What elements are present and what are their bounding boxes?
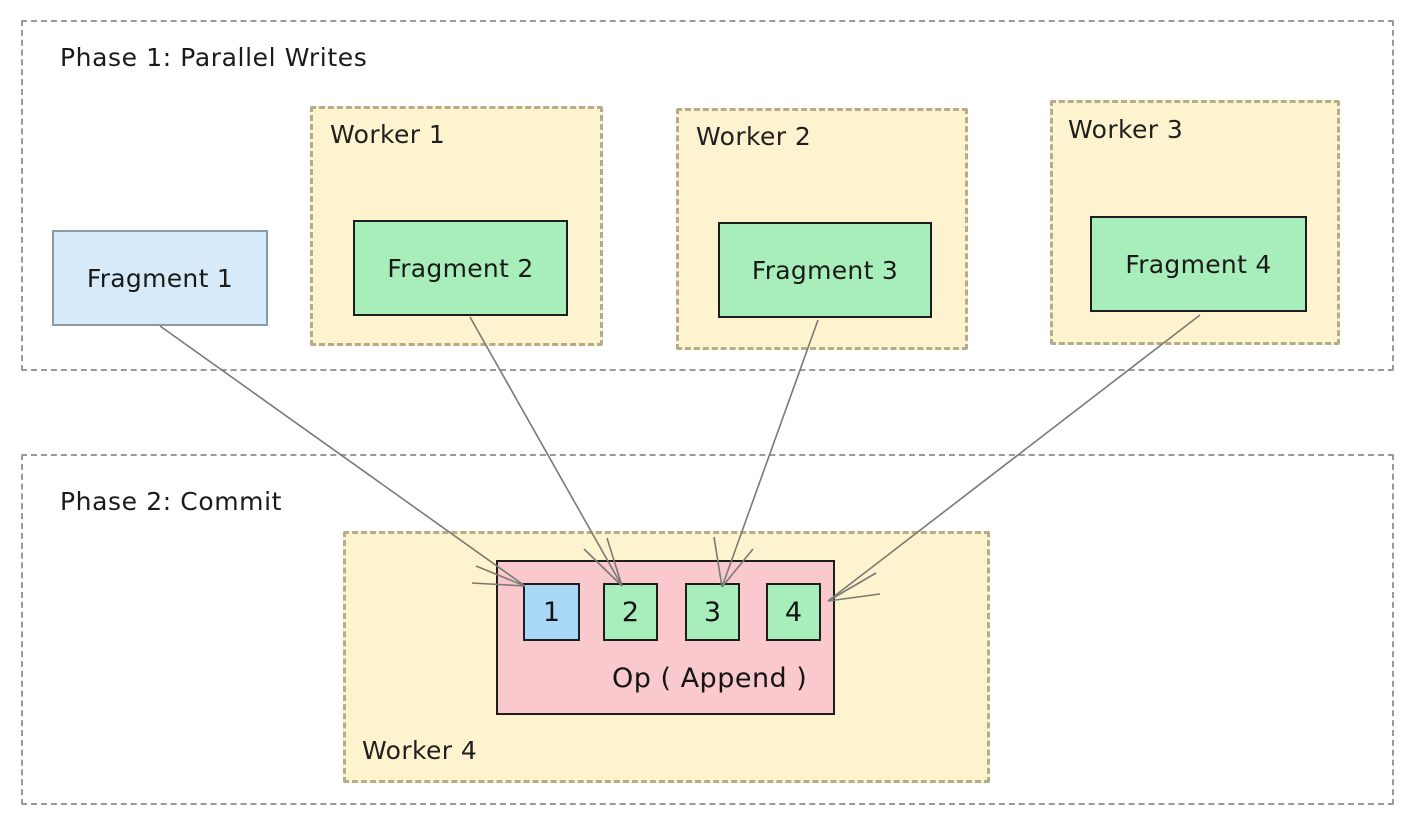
op-chip-2-label: 2 xyxy=(621,596,640,628)
fragment-3-box[interactable]: Fragment 3 xyxy=(718,222,932,318)
worker-2-label: Worker 2 xyxy=(696,122,812,151)
phase-1-title: Phase 1: Parallel Writes xyxy=(60,43,368,72)
fragment-1-label: Fragment 1 xyxy=(86,263,234,293)
op-chip-1[interactable]: 1 xyxy=(523,583,580,641)
worker-4-label: Worker 4 xyxy=(362,736,478,765)
op-chip-4[interactable]: 4 xyxy=(766,583,821,641)
phase-1-container xyxy=(21,20,1394,371)
op-append-label: Op ( Append ) xyxy=(612,663,808,694)
op-chip-4-label: 4 xyxy=(784,596,803,628)
op-chip-1-label: 1 xyxy=(542,596,561,628)
fragment-4-label: Fragment 4 xyxy=(1125,249,1272,279)
fragment-2-box[interactable]: Fragment 2 xyxy=(353,220,568,316)
fragment-1-box[interactable]: Fragment 1 xyxy=(52,230,268,326)
fragment-2-label: Fragment 2 xyxy=(387,253,534,283)
fragment-3-label: Fragment 3 xyxy=(751,255,899,285)
phase-2-title: Phase 2: Commit xyxy=(60,487,283,516)
op-chip-3[interactable]: 3 xyxy=(685,583,740,641)
worker-1-label: Worker 1 xyxy=(330,120,446,149)
worker-3-label: Worker 3 xyxy=(1068,115,1184,144)
op-chip-3-label: 3 xyxy=(703,596,722,628)
fragment-4-box[interactable]: Fragment 4 xyxy=(1090,216,1307,312)
op-chip-2[interactable]: 2 xyxy=(603,583,658,641)
phase-2-container xyxy=(21,454,1394,805)
